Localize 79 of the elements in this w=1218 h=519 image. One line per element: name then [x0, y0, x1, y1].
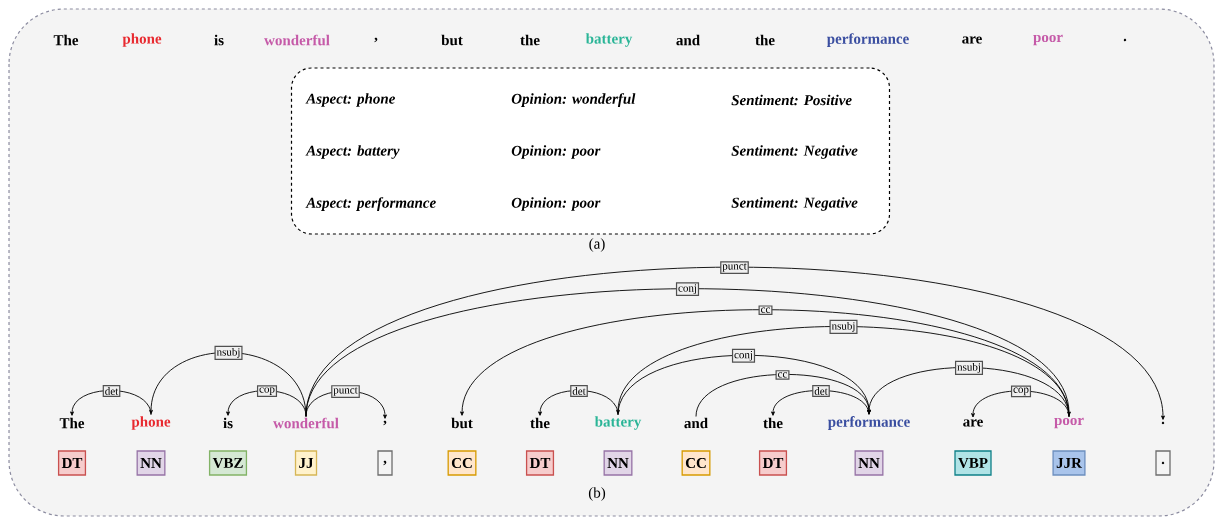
edge-label: cop [1010, 385, 1032, 398]
edge-label: cc [758, 305, 773, 315]
word: and [676, 34, 700, 46]
word: performance [826, 33, 909, 47]
word: wonderful [264, 34, 330, 46]
pos-tag: VBZ [208, 450, 248, 476]
word: performance [827, 416, 910, 430]
arrow [971, 390, 1070, 418]
pos-tag: CC [681, 450, 711, 476]
caption: (b) [588, 487, 606, 501]
word: phone [131, 416, 171, 430]
triplet-text: Opinion: wonderful [511, 93, 636, 107]
word: the [520, 34, 540, 46]
edge-label: punct [331, 385, 360, 398]
arrow [70, 390, 152, 416]
word: but [441, 34, 463, 46]
arrow [771, 390, 870, 416]
word: , [374, 37, 378, 43]
node-label: (a) [589, 238, 605, 252]
pos-tag: . [1155, 450, 1171, 476]
word: , [383, 420, 387, 426]
pos-tag: NN [603, 450, 633, 476]
triplet-text: Opinion: poor [511, 197, 601, 211]
word: wonderful [273, 417, 339, 429]
word: is [223, 417, 233, 429]
edge-label: nsubj [829, 319, 858, 334]
word: is [214, 34, 224, 46]
triplet-text: Sentiment: Negative [731, 145, 858, 159]
word: The [59, 417, 85, 429]
word: the [755, 34, 775, 46]
word: and [684, 417, 708, 429]
word: but [451, 417, 473, 429]
word: the [763, 417, 783, 429]
triplet-box [290, 67, 891, 252]
edge-label: det [812, 384, 830, 397]
edge-label: nsubj [214, 345, 243, 360]
triplet-text: Sentiment: Positive [731, 94, 852, 106]
pos-tag: DT [57, 450, 87, 476]
word: poor [1033, 34, 1063, 46]
triplet-text: Aspect: phone [305, 93, 396, 107]
arrow [305, 288, 1071, 417]
word: are [963, 419, 983, 427]
edge-label: punct [720, 261, 749, 274]
pos-tag: JJ [294, 450, 318, 476]
word: battery [594, 416, 642, 430]
arrow [538, 390, 619, 416]
pos-tag: , [377, 450, 393, 476]
edge-label: cc [775, 370, 790, 380]
pos-tag: DT [525, 450, 555, 476]
edge-label: conj [675, 282, 700, 297]
arrow [695, 374, 871, 417]
word: . [1123, 38, 1127, 42]
arrow [226, 390, 307, 417]
word: poor [1054, 417, 1084, 429]
edge-label: det [102, 385, 121, 397]
word: The [53, 34, 79, 46]
pos-tag: DT [758, 450, 788, 476]
arrow [305, 266, 1165, 420]
word: . [1161, 421, 1165, 425]
triplet-text: Aspect: performance [305, 197, 436, 211]
edge-label: nsubj [955, 360, 983, 376]
pos-tag: CC [447, 450, 477, 476]
arrow [149, 352, 307, 417]
pos-tag: VBP [954, 450, 992, 476]
pos-tag: JJR [1052, 450, 1086, 476]
arrow [617, 354, 871, 416]
edge-label: conj [731, 348, 756, 363]
edge-label: cop [256, 385, 278, 397]
edge-label: det [570, 385, 588, 397]
triplet-text: Aspect: battery [305, 145, 400, 159]
word: phone [122, 33, 162, 47]
pos-tag: NN [136, 450, 166, 476]
word: are [962, 36, 982, 44]
word: battery [585, 33, 633, 47]
arrow [616, 326, 1070, 418]
pos-tag: NN [854, 450, 884, 476]
triplet-text: Sentiment: Negative [731, 197, 858, 211]
word: the [530, 417, 550, 429]
triplet-text: Opinion: poor [511, 145, 601, 159]
